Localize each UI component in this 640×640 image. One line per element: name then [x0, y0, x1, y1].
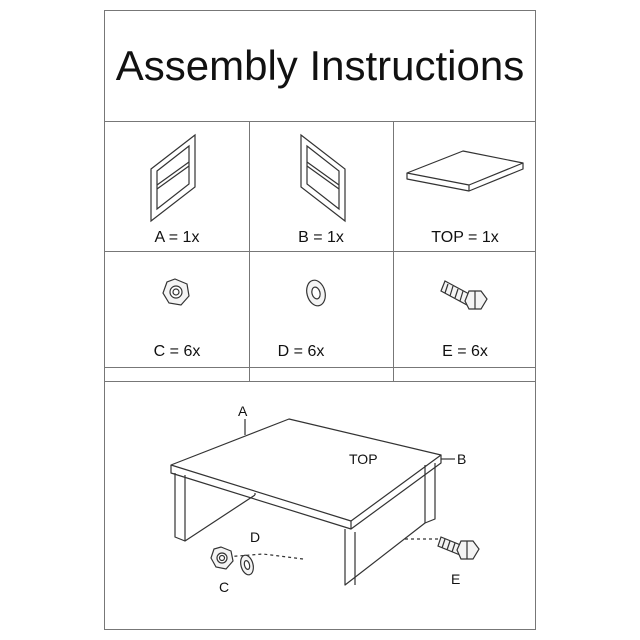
part-label-b: B = 1x — [298, 229, 344, 246]
divider — [105, 251, 535, 252]
divider — [393, 121, 394, 381]
instruction-sheet: Assembly Instructions A = 1x B = — [104, 10, 536, 630]
part-label-d: D = 6x — [277, 343, 325, 360]
part-cell-a: A = 1x — [105, 121, 249, 251]
side-frame-b-icon — [300, 133, 346, 223]
callout-top: TOP — [349, 451, 378, 467]
nut-detail-icon — [210, 546, 234, 570]
part-label-top: TOP = 1x — [431, 229, 499, 246]
part-cell-d: D = 6x — [249, 251, 393, 367]
side-frame-a-icon — [150, 133, 196, 223]
assembled-table-drawing — [170, 418, 480, 586]
callout-d: D — [250, 529, 261, 545]
divider — [249, 121, 250, 381]
part-label-a: A = 1x — [154, 229, 200, 246]
divider — [105, 381, 535, 382]
washer-icon — [306, 279, 326, 307]
part-cell-c: C = 6x — [105, 251, 249, 367]
divider — [105, 367, 535, 368]
part-cell-b: B = 1x — [249, 121, 393, 251]
assembly-diagram: A TOP B C D E — [105, 389, 537, 631]
divider — [105, 121, 535, 122]
page-title: Assembly Instructions — [115, 42, 525, 89]
part-cell-e: E = 6x — [393, 251, 537, 367]
bolt-detail-icon — [437, 536, 480, 560]
tabletop-icon — [406, 150, 524, 192]
part-cell-top: TOP = 1x — [393, 121, 537, 251]
washer-detail-icon — [240, 554, 254, 576]
part-label-e: E = 6x — [442, 343, 488, 360]
callout-b: B — [457, 451, 467, 467]
callout-e: E — [451, 571, 461, 587]
hex-nut-icon — [162, 278, 190, 306]
hex-bolt-icon — [440, 280, 488, 310]
part-label-c: C = 6x — [153, 343, 201, 360]
callout-a: A — [238, 403, 248, 419]
callout-c: C — [219, 579, 230, 595]
